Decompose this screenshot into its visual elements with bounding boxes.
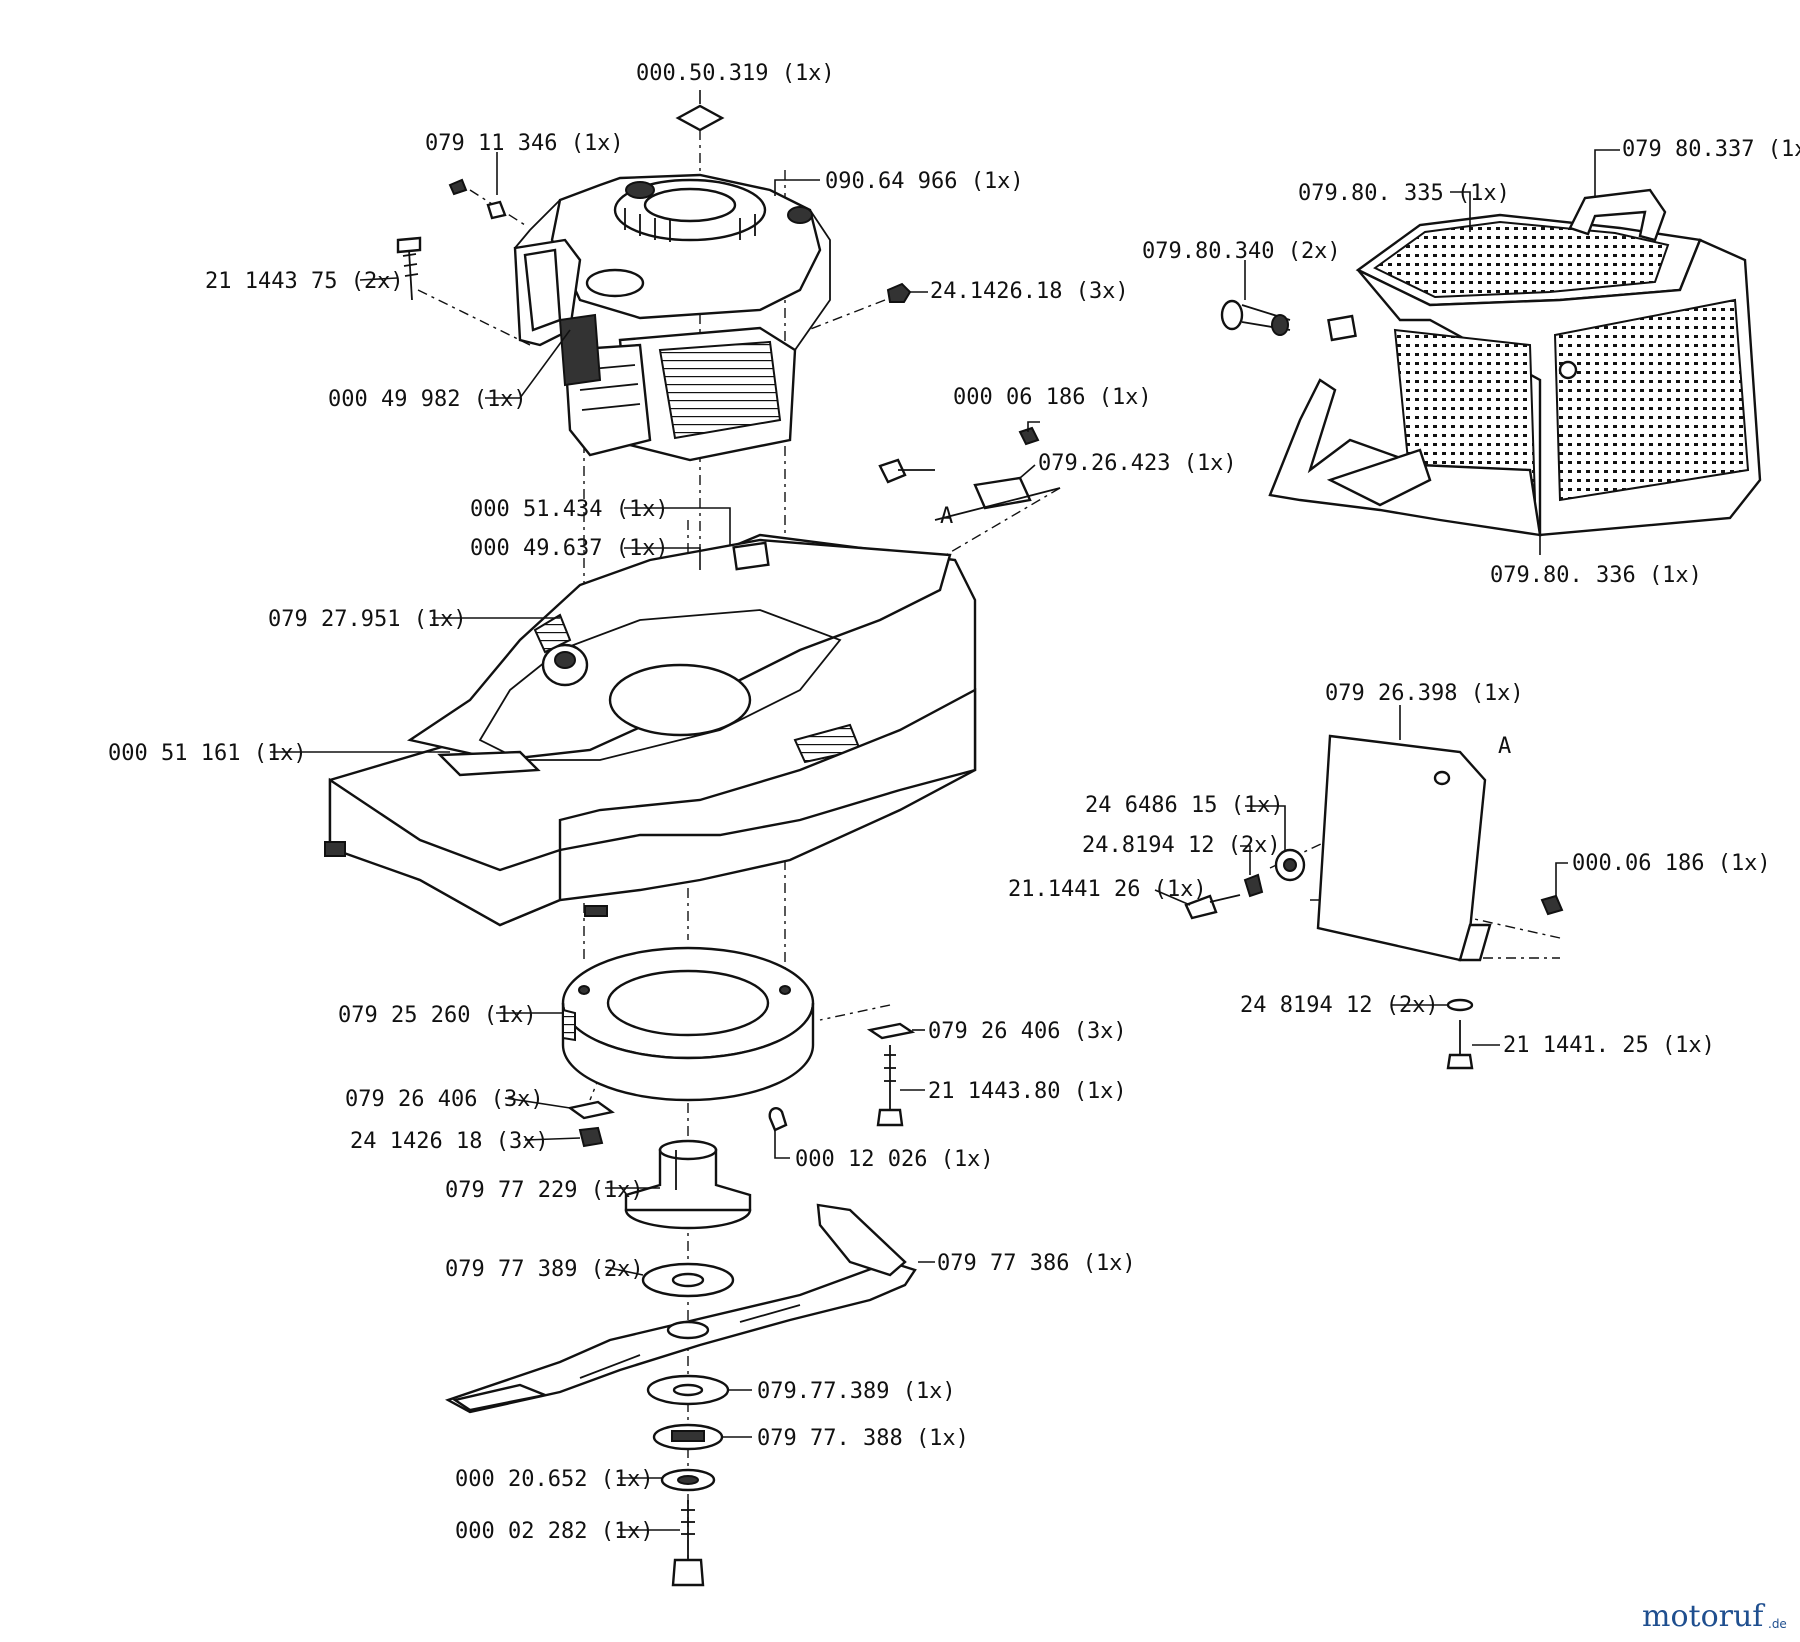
part-label: 079 77 389 (2x) bbox=[445, 1257, 644, 1282]
part-label: 090.64 966 (1x) bbox=[825, 169, 1024, 194]
engine-assembly bbox=[396, 104, 912, 462]
part-label: 24.8194 12 (2x) bbox=[1082, 833, 1281, 858]
part-label: 079 25 260 (1x) bbox=[338, 1003, 537, 1028]
part-label: 079.80. 335 (1x) bbox=[1298, 181, 1510, 206]
part-label: 000 49 982 (1x) bbox=[328, 387, 527, 412]
mower-deck bbox=[324, 533, 977, 927]
part-label: 079.80. 336 (1x) bbox=[1490, 563, 1702, 588]
part-label: 079 77. 388 (1x) bbox=[757, 1426, 969, 1451]
part-label: 000 51 161 (1x) bbox=[108, 741, 307, 766]
part-label: 079 26 406 (3x) bbox=[345, 1087, 544, 1112]
part-label: 24.1426.18 (3x) bbox=[930, 279, 1129, 304]
rear-flap: A bbox=[1184, 734, 1564, 1070]
part-label: 079.80.340 (2x) bbox=[1142, 239, 1341, 264]
part-label: 079 27.951 (1x) bbox=[268, 607, 467, 632]
part-label: 24 1426 18 (3x) bbox=[350, 1129, 549, 1154]
part-label: 24 8194 12 (2x) bbox=[1240, 993, 1439, 1018]
part-label: 24 6486 15 (1x) bbox=[1085, 793, 1284, 818]
marker-a-top: A bbox=[940, 504, 953, 529]
part-label: 000.50.319 (1x) bbox=[636, 61, 835, 86]
leader-lines bbox=[270, 90, 1620, 1531]
blade-adapter bbox=[624, 1139, 752, 1230]
part-label: 079 80.337 (1x) bbox=[1622, 137, 1800, 162]
part-label: 000 12 026 (1x) bbox=[795, 1147, 994, 1172]
motoruf-watermark: motoruf .de bbox=[1642, 1599, 1787, 1634]
mower-blade bbox=[445, 1203, 917, 1414]
part-label: 000.06 186 (1x) bbox=[1572, 851, 1771, 876]
flap-bracket-hardware: A bbox=[878, 426, 1061, 529]
part-labels: 000.50.319 (1x) 079 11 346 (1x) 090.64 9… bbox=[108, 61, 1800, 1544]
watermark-brand: motoruf bbox=[1642, 1599, 1765, 1634]
part-label: 079 26 406 (3x) bbox=[928, 1019, 1127, 1044]
part-label: 000 49.637 (1x) bbox=[470, 536, 669, 561]
hardware-lower bbox=[567, 1022, 916, 1148]
part-label: 000 02 282 (1x) bbox=[455, 1519, 654, 1544]
part-label: 000 06 186 (1x) bbox=[953, 385, 1152, 410]
grass-collector bbox=[1220, 188, 1762, 537]
lower-fixings bbox=[646, 1374, 730, 1587]
part-label: 000 20.652 (1x) bbox=[455, 1467, 654, 1492]
top-cap-plate bbox=[675, 104, 725, 132]
part-label: 21 1443 75 (2x) bbox=[205, 269, 404, 294]
part-label: 079 11 346 (1x) bbox=[425, 131, 624, 156]
part-label: 21 1443.80 (1x) bbox=[928, 1079, 1127, 1104]
part-label: 079.26.423 (1x) bbox=[1038, 451, 1237, 476]
part-label: 079 77 229 (1x) bbox=[445, 1178, 644, 1203]
part-label: 079 77 386 (1x) bbox=[937, 1251, 1136, 1276]
part-label: 079.77.389 (1x) bbox=[757, 1379, 956, 1404]
marker-a-side: A bbox=[1498, 734, 1511, 759]
part-label: 079 26.398 (1x) bbox=[1325, 681, 1524, 706]
watermark-tld: .de bbox=[1768, 1617, 1787, 1631]
part-label: 21 1441. 25 (1x) bbox=[1503, 1033, 1715, 1058]
washer-upper bbox=[641, 1262, 735, 1298]
spacer-ring bbox=[561, 946, 815, 1102]
part-label: 21.1441 26 (1x) bbox=[1008, 877, 1207, 902]
part-label: 000 51.434 (1x) bbox=[470, 497, 669, 522]
